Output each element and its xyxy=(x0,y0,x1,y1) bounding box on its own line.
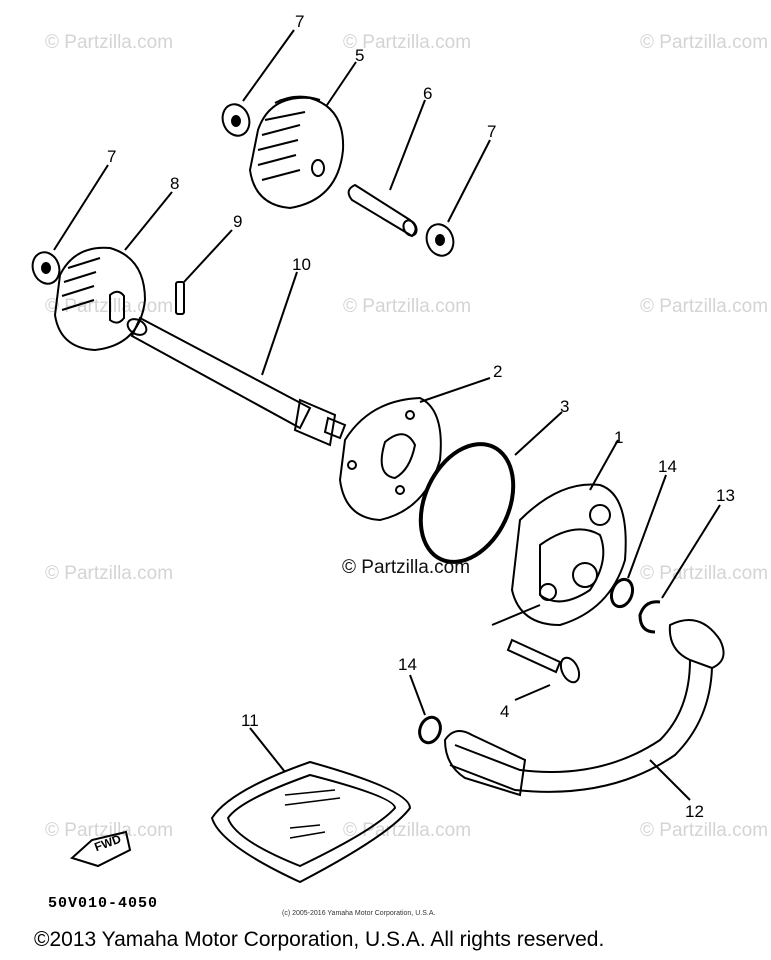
callout-11: 11 xyxy=(241,711,259,730)
fwd-arrow-icon xyxy=(70,830,132,868)
part-14-oring-right[interactable] xyxy=(608,474,667,610)
watermark-mid-center: © Partzilla.com xyxy=(343,296,472,317)
callout-3: 3 xyxy=(560,397,570,416)
callout-1: 1 xyxy=(614,428,624,447)
part-7-washer-right[interactable] xyxy=(422,139,491,259)
watermark-bottom-left: © Partzilla.com xyxy=(45,820,174,841)
callout-14-left: 14 xyxy=(398,655,417,674)
callout-7-top: 7 xyxy=(295,12,305,31)
callout-13: 13 xyxy=(716,486,735,505)
watermark-top-right: © Partzilla.com xyxy=(640,32,769,53)
callout-10: 10 xyxy=(292,255,311,274)
watermark-mid-right: © Partzilla.com xyxy=(640,296,769,317)
small-copyright: (c) 2005-2016 Yamaha Motor Corporation, … xyxy=(282,910,436,917)
part-13-clip[interactable] xyxy=(638,504,721,634)
callout-5: 5 xyxy=(355,46,365,65)
callout-7-left: 7 xyxy=(107,147,117,166)
watermark-low-right: © Partzilla.com xyxy=(640,563,769,584)
part-7-washer-top[interactable] xyxy=(218,29,295,139)
callout-12: 12 xyxy=(685,802,704,821)
callout-6: 6 xyxy=(423,84,433,103)
part-6-pin[interactable] xyxy=(347,99,426,238)
part-12-pipe[interactable] xyxy=(443,619,725,801)
part-8-gear[interactable] xyxy=(53,191,173,352)
watermark-top-left: © Partzilla.com xyxy=(45,32,174,53)
callout-9: 9 xyxy=(233,212,243,231)
part-5-gear[interactable] xyxy=(248,61,357,210)
callout-14-right: 14 xyxy=(658,457,677,476)
part-7-washer-left[interactable] xyxy=(28,164,109,287)
part-1-pump-body[interactable] xyxy=(510,439,627,627)
watermark-low-left: © Partzilla.com xyxy=(45,563,174,584)
part-2-plate[interactable] xyxy=(338,377,491,522)
copyright-notice: ©2013 Yamaha Motor Corporation, U.S.A. A… xyxy=(34,928,605,951)
part-9-pin[interactable] xyxy=(175,229,233,315)
part-11-filter[interactable] xyxy=(210,727,412,884)
center-watermark: © Partzilla.com xyxy=(342,557,471,578)
callout-2: 2 xyxy=(493,362,503,381)
part-3-oring[interactable] xyxy=(403,411,563,577)
callout-8: 8 xyxy=(170,174,180,193)
part-10-shaft[interactable] xyxy=(125,271,347,447)
part-code: 50V010-4050 xyxy=(48,895,159,912)
watermark-top-center: © Partzilla.com xyxy=(343,32,472,53)
callout-7-right: 7 xyxy=(487,122,497,141)
callout-4: 4 xyxy=(500,702,510,721)
watermark-bottom-right: © Partzilla.com xyxy=(640,820,769,841)
part-4-screw[interactable] xyxy=(491,604,583,701)
part-14-oring-left[interactable] xyxy=(409,674,444,746)
